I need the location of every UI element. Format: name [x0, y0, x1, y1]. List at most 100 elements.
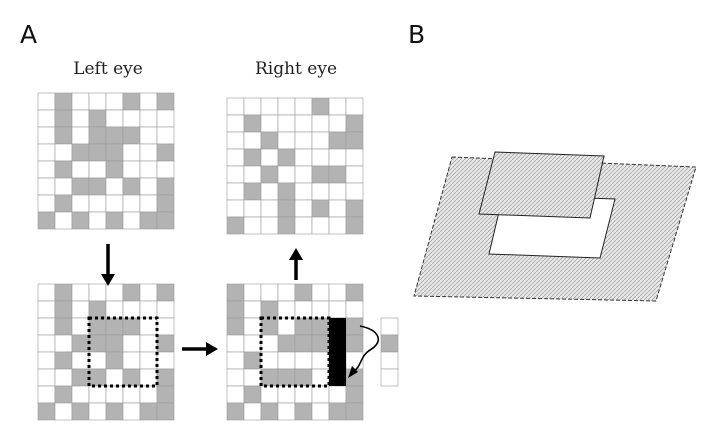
grid-cell — [54, 283, 73, 302]
grid-cell — [311, 114, 330, 133]
grid-cell — [277, 317, 296, 336]
grid-cell — [54, 143, 73, 162]
grid-cell — [226, 351, 245, 370]
grid-cell — [277, 148, 296, 167]
grid-cell — [243, 334, 262, 353]
grid-cell — [277, 199, 296, 218]
grid-cell — [54, 126, 73, 145]
grid-cell — [88, 194, 107, 213]
grid-cell — [345, 334, 364, 353]
grid-cell — [37, 300, 56, 319]
grid-cell — [71, 126, 90, 145]
grid-cell — [71, 334, 90, 353]
grid-cell — [156, 283, 175, 302]
grid-cell — [105, 177, 124, 196]
grid-cell — [277, 368, 296, 387]
grid-cell — [156, 126, 175, 145]
grid-cell — [311, 368, 330, 387]
grid-cell — [37, 402, 56, 421]
grid-cell — [37, 351, 56, 370]
grid-cell — [37, 334, 56, 353]
grid-cell — [156, 317, 175, 336]
grid-cell — [105, 194, 124, 213]
grid-cell — [243, 199, 262, 218]
grid-cell — [139, 283, 158, 302]
grid-cell — [37, 211, 56, 230]
grid-cell — [243, 148, 262, 167]
grid-cell — [105, 283, 124, 302]
grid-cell — [311, 334, 330, 353]
grid-cell — [88, 92, 107, 111]
grid-cell — [311, 131, 330, 150]
grid-cell — [260, 283, 279, 302]
grid-cell — [54, 211, 73, 230]
grid-cell — [139, 194, 158, 213]
grid-cell — [156, 385, 175, 404]
right-eye-title: Right eye — [255, 59, 337, 79]
grid-cell — [105, 211, 124, 230]
grid-cell — [122, 92, 141, 111]
grid-cell — [139, 143, 158, 162]
grid-cell — [71, 177, 90, 196]
grid-cell — [277, 131, 296, 150]
grid-cell — [345, 216, 364, 235]
grid-cell — [260, 199, 279, 218]
grid-cell — [54, 109, 73, 128]
grid-cell — [71, 317, 90, 336]
grid-cell — [328, 97, 347, 116]
grid-cell — [71, 402, 90, 421]
grid-cell — [88, 368, 107, 387]
grid-cell — [37, 194, 56, 213]
grid-cell — [294, 216, 313, 235]
grid-cell — [260, 97, 279, 116]
grid-cell — [122, 402, 141, 421]
grid-cell — [37, 317, 56, 336]
grid-cell — [311, 199, 330, 218]
grid-cell — [226, 148, 245, 167]
grid-cell — [294, 97, 313, 116]
grid-cell — [54, 160, 73, 179]
grid-cell — [311, 351, 330, 370]
grid-cell — [54, 368, 73, 387]
grid-cell — [156, 334, 175, 353]
grid-cell — [277, 165, 296, 184]
grid-cell — [243, 165, 262, 184]
grid-cell — [294, 182, 313, 201]
grid-cell — [139, 385, 158, 404]
grid-cell — [277, 385, 296, 404]
grid-cell — [380, 368, 399, 387]
grid-cell — [37, 92, 56, 111]
grid-cell — [277, 300, 296, 319]
grid-cell — [226, 131, 245, 150]
grid-cell — [345, 402, 364, 421]
grid-cell — [71, 283, 90, 302]
grid-cell — [156, 109, 175, 128]
grid-cell — [380, 334, 399, 353]
grid-cell — [105, 126, 124, 145]
grid-cell — [328, 199, 347, 218]
grid-cell — [156, 160, 175, 179]
grid-cell — [122, 211, 141, 230]
squiggle-arrow — [352, 325, 380, 373]
grid-cell — [243, 368, 262, 387]
grid-cell — [122, 368, 141, 387]
grid-cell — [226, 182, 245, 201]
grid-cell — [105, 317, 124, 336]
grid-cell — [156, 143, 175, 162]
left-shifted-region-outline — [87, 316, 159, 388]
grid-cell — [37, 143, 56, 162]
grid-cell — [345, 114, 364, 133]
left-eye-bottom-grid — [37, 283, 175, 421]
grid-cell — [122, 177, 141, 196]
grid-cell — [226, 97, 245, 116]
grid-cell — [37, 283, 56, 302]
grid-cell — [243, 300, 262, 319]
right-arrow-head — [206, 342, 218, 356]
grid-cell — [139, 317, 158, 336]
grid-cell — [122, 300, 141, 319]
grid-cell — [88, 211, 107, 230]
grid-cell — [122, 109, 141, 128]
grid-cell — [122, 283, 141, 302]
grid-cell — [277, 334, 296, 353]
grid-cell — [328, 165, 347, 184]
